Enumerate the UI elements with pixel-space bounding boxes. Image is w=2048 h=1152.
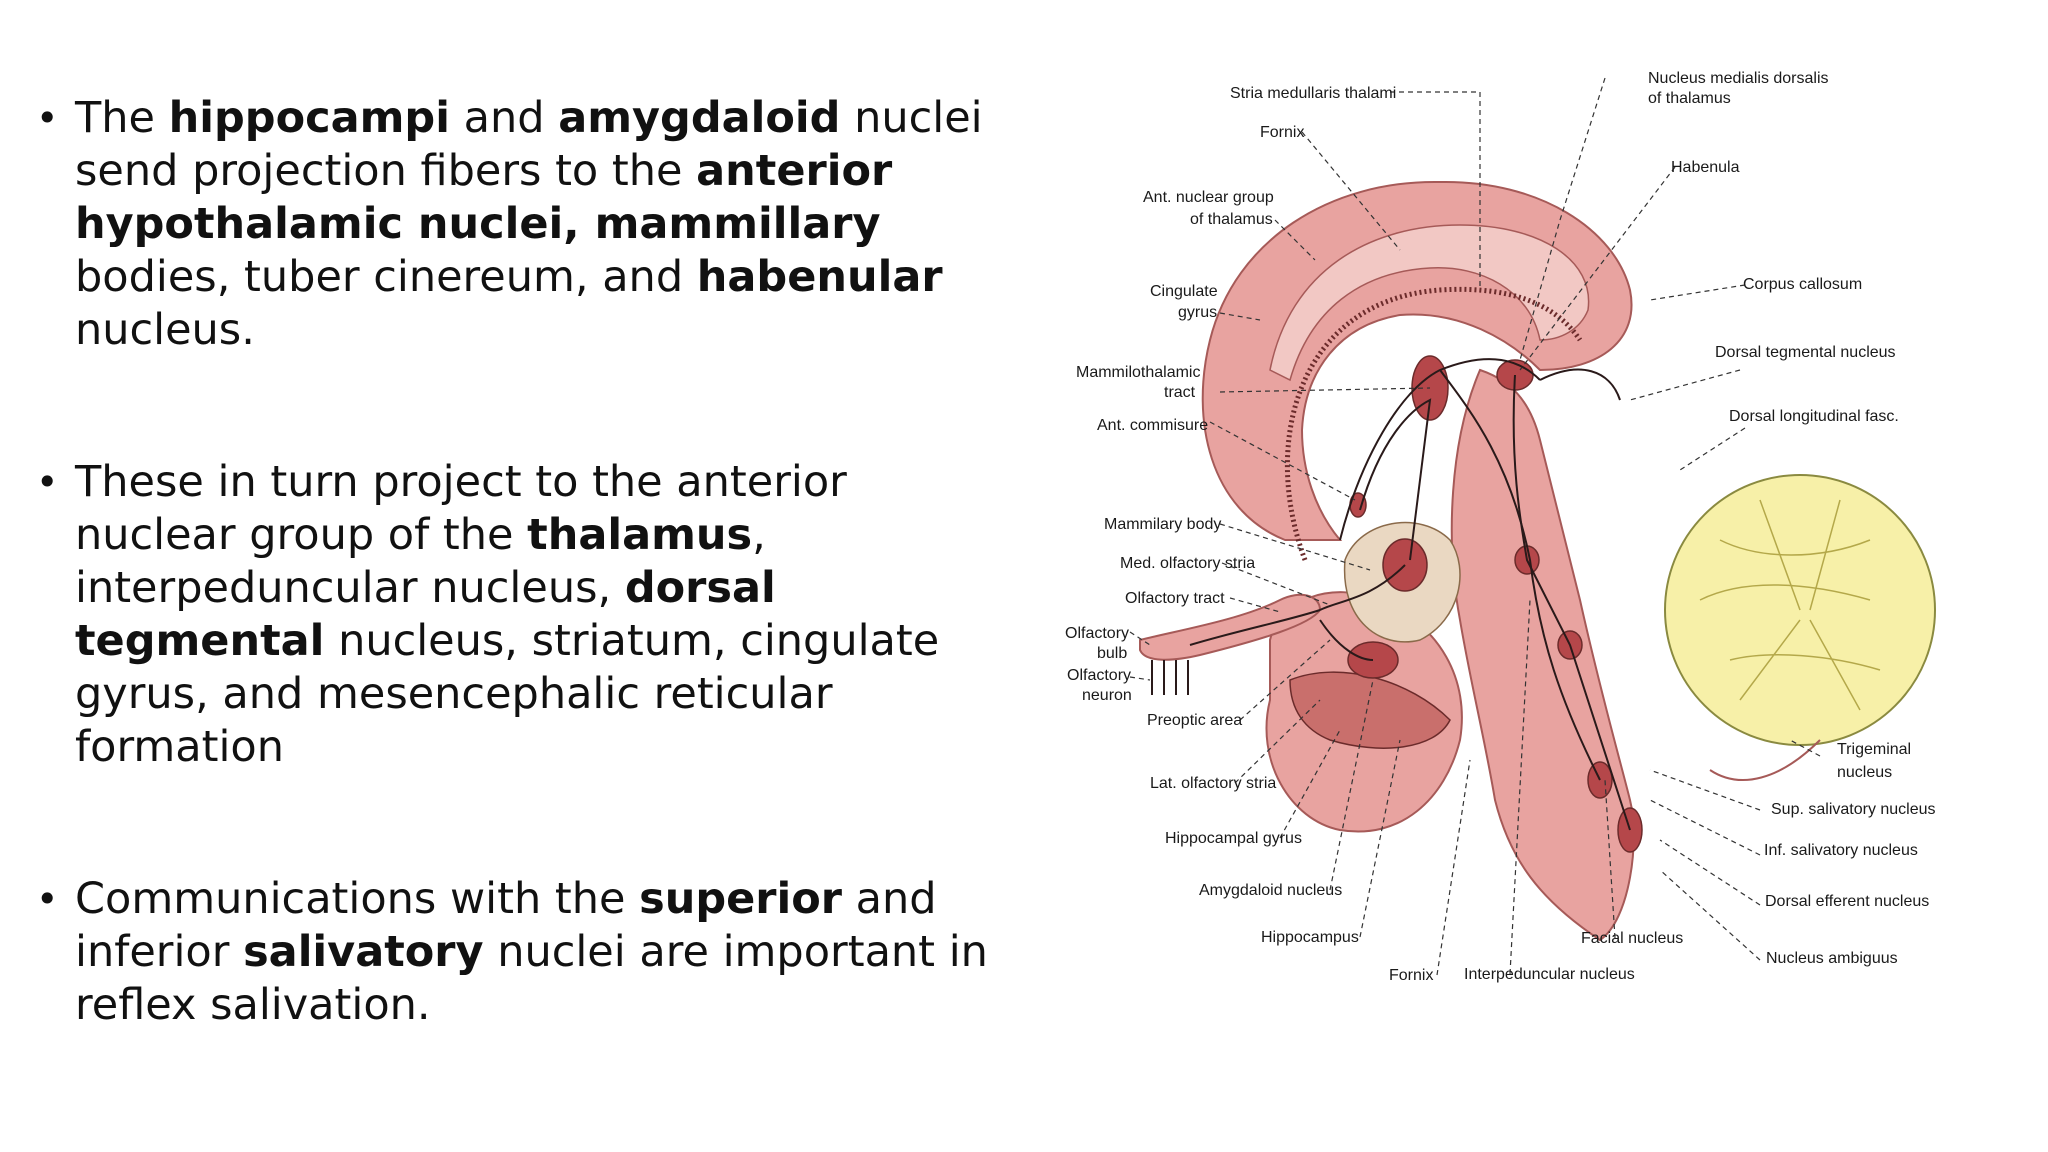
bullet-list: The hippocampi and amygdaloid nuclei sen…	[36, 92, 1016, 1131]
bold-run: habenular	[696, 252, 943, 302]
label-dorsal-tegmental: Dorsal tegmental nucleus	[1715, 344, 1896, 361]
label-nucleus-medialis: Nucleus medialis dorsalis	[1648, 70, 1829, 87]
limbic-system-diagram: Stria medullaris thalami Fornix Ant. nuc…	[1065, 70, 1936, 984]
label-inf-salivatory: Inf. salivatory nucleus	[1764, 842, 1918, 859]
text-run: and inferior	[75, 874, 937, 977]
label-hippocampus: Hippocampus	[1261, 929, 1359, 946]
label-mammilary-body: Mammilary body	[1104, 516, 1221, 533]
brainstem-shape	[1450, 368, 1635, 942]
bold-run: thalamus	[527, 510, 753, 560]
text-run: These in turn project to the anterior nu…	[75, 457, 847, 560]
text-run: bodies, tuber cinereum, and	[75, 252, 697, 302]
label-cingulate-gyrus: Cingulate	[1150, 283, 1218, 300]
bold-run: salivatory	[243, 927, 484, 977]
label-trigeminal: Trigeminal	[1837, 741, 1911, 758]
text-run: nucleus.	[75, 305, 255, 355]
label-sup-salivatory: Sup. salivatory nucleus	[1771, 801, 1936, 818]
olfactory-neurons	[1151, 660, 1189, 695]
fornix-arc	[1285, 286, 1583, 561]
text-run: and	[449, 93, 559, 143]
label-trigeminal-2: nucleus	[1837, 764, 1892, 781]
label-amygdaloid: Amygdaloid nucleus	[1199, 882, 1342, 899]
label-ant-nuclear-group-2: of thalamus	[1190, 211, 1273, 228]
bullet-item: These in turn project to the anterior nu…	[36, 456, 1016, 774]
label-olfactory-tract: Olfactory tract	[1125, 590, 1225, 607]
label-ant-nuclear-group: Ant. nuclear group	[1143, 189, 1274, 206]
text-run: The	[75, 93, 169, 143]
diagram-labels: Stria medullaris thalami Fornix Ant. nuc…	[1065, 70, 1936, 984]
label-corpus-callosum: Corpus callosum	[1743, 276, 1862, 293]
label-olfactory-neuron-2: neuron	[1082, 687, 1132, 704]
bold-run: anterior hypothalamic nuclei, mammillary	[75, 146, 893, 249]
label-olfactory-bulb: Olfactory	[1065, 625, 1129, 642]
label-mammilothalamic-2: tract	[1164, 384, 1196, 401]
brain-illustration	[1139, 180, 1936, 942]
text-run: , interpeduncular nucleus,	[75, 510, 766, 613]
label-cingulate-gyrus-2: gyrus	[1178, 304, 1217, 321]
corpus-callosum-shape	[1269, 224, 1590, 382]
text-run: nuclei are important in reflex salivatio…	[75, 927, 988, 1030]
label-ant-commisure: Ant. commisure	[1097, 417, 1208, 434]
text-run: Communications with the	[75, 874, 640, 924]
fiber-tracts	[1189, 358, 1631, 831]
bold-run: dorsal tegmental	[75, 563, 776, 666]
label-nucleus-ambiguus: Nucleus ambiguus	[1766, 950, 1898, 967]
label-med-olfactory: Med. olfactory stria	[1120, 555, 1255, 572]
label-stria-medullaris: Stria medullaris thalami	[1230, 85, 1396, 102]
label-nucleus-medialis-2: of thalamus	[1648, 90, 1731, 107]
label-habenula: Habenula	[1671, 159, 1740, 176]
bullet-item: Communications with the superior and inf…	[36, 873, 1016, 1032]
label-mammilothalamic: Mammilothalamic	[1076, 364, 1200, 381]
label-dorsal-efferent: Dorsal efferent nucleus	[1765, 893, 1929, 910]
label-fornix-top: Fornix	[1260, 124, 1304, 141]
text-run: nucleus, striatum, cingulate gyrus, and …	[75, 616, 940, 772]
bullet-item: The hippocampi and amygdaloid nuclei sen…	[36, 92, 1016, 357]
text-run: nuclei send projection fibers to the	[75, 93, 983, 196]
leader-lines	[1129, 77, 1821, 976]
label-interpeduncular: Interpeduncular nucleus	[1464, 966, 1635, 983]
label-facial-nucleus: Facial nucleus	[1581, 930, 1683, 947]
bold-run: hippocampi	[168, 93, 450, 143]
label-preoptic-area: Preoptic area	[1147, 712, 1242, 729]
label-fornix-bottom: Fornix	[1389, 967, 1433, 984]
cerebellum-shape	[1664, 474, 1936, 781]
label-dorsal-longitudinal: Dorsal longitudinal fasc.	[1729, 408, 1899, 425]
label-olfactory-neuron: Olfactory	[1067, 667, 1131, 684]
label-hippocampal-gyrus: Hippocampal gyrus	[1165, 830, 1302, 847]
bold-run: superior	[639, 874, 842, 924]
label-olfactory-bulb-2: bulb	[1097, 645, 1127, 662]
label-lat-olfactory: Lat. olfactory stria	[1150, 775, 1276, 792]
bold-run: amygdaloid	[558, 93, 841, 143]
